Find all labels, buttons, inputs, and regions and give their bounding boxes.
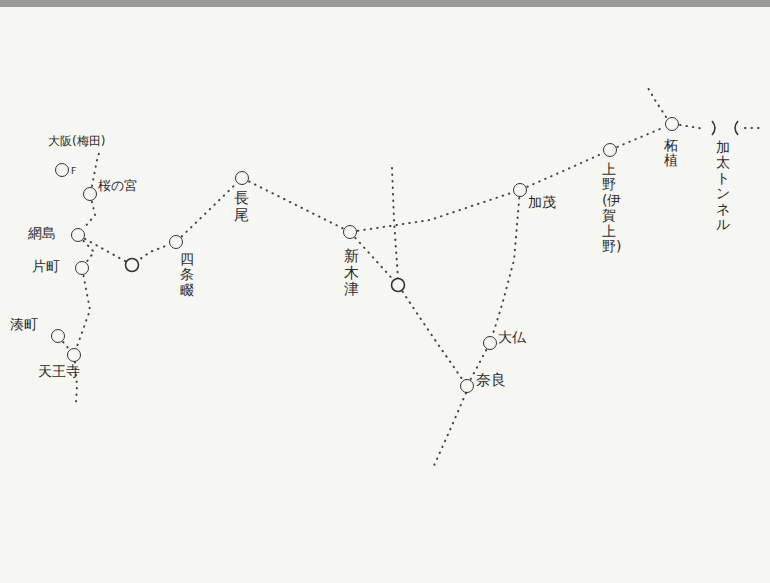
railway-track <box>492 198 519 335</box>
station-name: 新木津 <box>344 248 359 298</box>
dotted-track <box>392 168 398 279</box>
station-name: 網島 <box>28 225 56 242</box>
station-name: 大阪(梅田) <box>48 134 105 148</box>
station-name: 長尾 <box>234 190 249 223</box>
railway-track <box>77 276 90 348</box>
station-circle: 上野(伊賀上野) <box>603 143 617 157</box>
station-name: 上野(伊賀上野) <box>602 162 616 254</box>
station-name: 奈良 <box>476 371 506 389</box>
station-circle: 加茂 <box>513 183 527 197</box>
railway-track <box>182 184 237 237</box>
station-name: 天王寺 <box>38 363 80 380</box>
dotted-track <box>432 393 466 470</box>
station-name: 片町 <box>32 258 60 275</box>
station-circle: 大阪(梅田) <box>55 163 69 177</box>
railway-track <box>527 153 602 186</box>
station-circle <box>392 279 405 292</box>
paper-edge-shadow <box>0 0 770 7</box>
railway-track <box>249 182 343 229</box>
dotted-track <box>680 125 705 129</box>
tunnel-portal <box>735 121 738 135</box>
unnamed-stations <box>126 259 405 292</box>
station-circle: 天王寺 <box>67 348 81 362</box>
station-circle: 柘植 <box>665 117 679 131</box>
tunnel-name: 加太トンネル <box>716 140 730 232</box>
dotted-track <box>745 127 760 129</box>
tunnel-portal <box>712 121 715 135</box>
station-name: 加茂 <box>528 194 556 211</box>
station-circle: 四条畷 <box>169 235 183 249</box>
station-circle: 大仏 <box>483 336 497 350</box>
station-circle <box>126 259 139 272</box>
marker-letter: F <box>71 166 76 177</box>
station-circle: 長尾 <box>235 171 249 185</box>
station-circle: 網島 <box>71 228 85 242</box>
railway-track <box>355 238 462 380</box>
dotted-track <box>648 88 666 117</box>
railway-track <box>63 342 69 349</box>
extra-tracks <box>75 88 760 470</box>
station-circle: 桜の宮 <box>83 187 97 201</box>
railway-track <box>617 127 664 147</box>
station-circle: 奈良 <box>460 379 474 393</box>
station-name: 柘植 <box>664 138 678 169</box>
connector-group <box>63 127 664 379</box>
railway-track <box>358 193 513 231</box>
station-circle: 片町 <box>75 261 89 275</box>
railway-track <box>83 241 94 262</box>
station-circle: 湊町 <box>51 329 65 343</box>
railway-track <box>83 202 95 229</box>
station-name: 湊町 <box>10 316 38 333</box>
station-name: 大仏 <box>498 329 526 346</box>
station-circle: 新木津 <box>343 225 357 239</box>
station-name: 桜の宮 <box>98 178 137 194</box>
tunnel-mark <box>712 121 738 135</box>
station-name: 四条畷 <box>180 252 194 298</box>
